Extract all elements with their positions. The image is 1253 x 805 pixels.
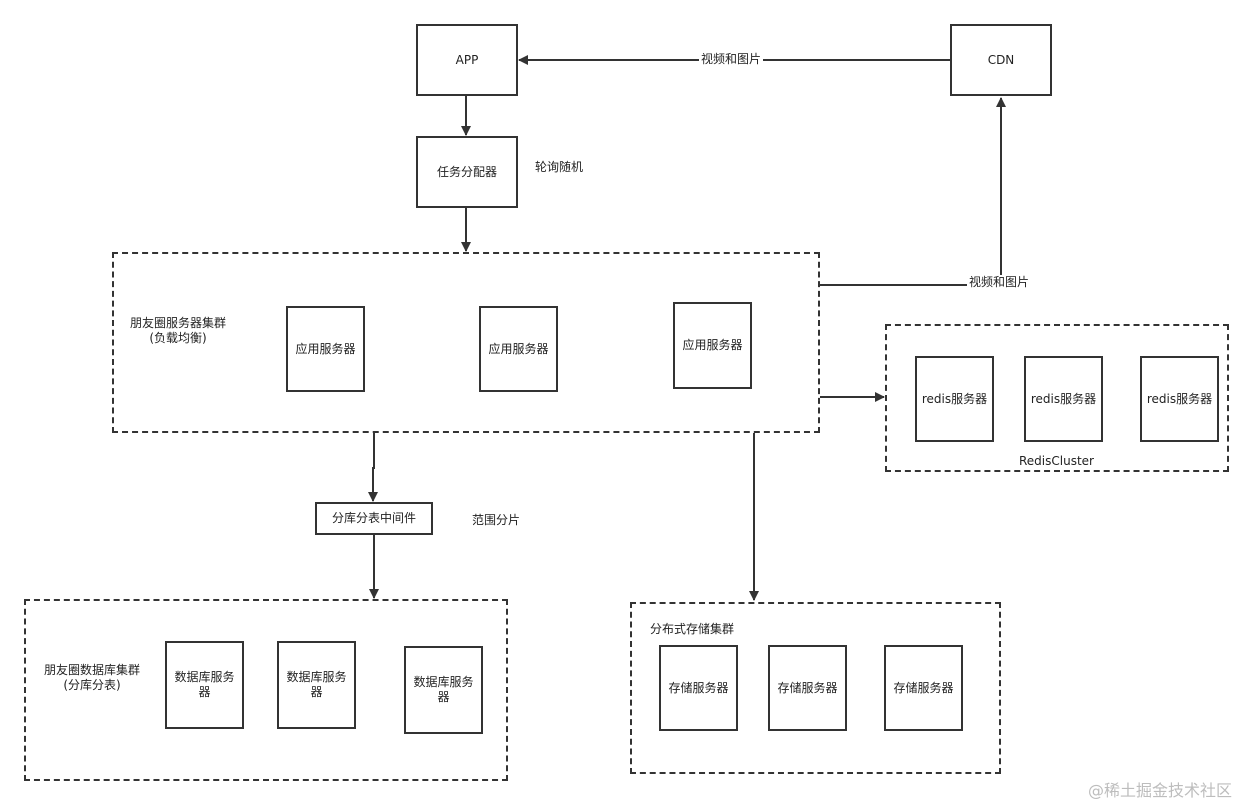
database-server-1: 数据库服务器	[165, 641, 244, 729]
app-server-cluster	[112, 252, 820, 433]
redis-cluster-caption: RedisCluster	[1019, 454, 1094, 468]
storage-server-2: 存储服务器	[768, 645, 847, 731]
app-label: APP	[455, 52, 479, 67]
db-cluster-title-line2: (分库分表)	[63, 678, 121, 692]
redis-server-2: redis服务器	[1024, 356, 1103, 442]
arrow-cluster-to-cdn	[820, 97, 1006, 286]
app-cluster-title: 朋友圈服务器集群 (负载均衡)	[130, 316, 226, 346]
redis-server-label: redis服务器	[1030, 391, 1097, 406]
database-cluster	[24, 599, 508, 781]
arrow-cluster-to-middleware	[368, 433, 378, 502]
storage-cluster	[630, 602, 1001, 774]
edge-label-cdn-to-app: 视频和图片	[699, 52, 764, 67]
storage-server-label: 存储服务器	[668, 680, 729, 695]
database-server-2: 数据库服务器	[277, 641, 356, 729]
redis-server-1: redis服务器	[915, 356, 994, 442]
database-server-3: 数据库服务器	[404, 646, 483, 734]
storage-server-label: 存储服务器	[893, 680, 954, 695]
app-server-label: 应用服务器	[488, 341, 549, 356]
app-server-2: 应用服务器	[479, 306, 558, 392]
redis-cluster	[885, 324, 1229, 472]
app-server-label: 应用服务器	[295, 341, 356, 356]
dispatcher-strategy-note: 轮询随机	[535, 160, 584, 174]
redis-server-3: redis服务器	[1140, 356, 1219, 442]
dispatcher-node: 任务分配器	[416, 136, 518, 208]
database-server-label: 数据库服务器	[286, 670, 347, 699]
edge-label-cluster-to-cdn: 视频和图片	[967, 275, 1032, 290]
sharding-middleware-label: 分库分表中间件	[331, 511, 416, 525]
database-server-label: 数据库服务器	[174, 670, 235, 699]
redis-server-label: redis服务器	[1146, 391, 1213, 406]
storage-server-3: 存储服务器	[884, 645, 963, 731]
app-server-3: 应用服务器	[673, 302, 752, 389]
storage-server-label: 存储服务器	[777, 680, 838, 695]
redis-server-label: redis服务器	[921, 391, 988, 406]
watermark: @稀土掘金技术社区	[1088, 781, 1233, 800]
app-server-label: 应用服务器	[682, 338, 743, 352]
app-server-1: 应用服务器	[286, 306, 365, 392]
db-cluster-title: 朋友圈数据库集群 (分库分表)	[44, 663, 140, 693]
storage-server-1: 存储服务器	[659, 645, 738, 731]
app-cluster-title-line2: (负载均衡)	[149, 331, 207, 345]
dispatcher-label: 任务分配器	[436, 164, 497, 179]
cdn-node: CDN	[950, 24, 1052, 96]
database-server-label: 数据库服务器	[413, 675, 474, 704]
sharding-middleware-node: 分库分表中间件	[315, 502, 433, 535]
cdn-label: CDN	[987, 52, 1015, 67]
sharding-strategy-note: 范围分片	[472, 513, 521, 527]
db-cluster-title-line1: 朋友圈数据库集群	[44, 663, 141, 677]
app-cluster-title-line1: 朋友圈服务器集群	[130, 316, 227, 330]
app-node: APP	[416, 24, 518, 96]
storage-cluster-title: 分布式存储集群	[650, 622, 735, 636]
